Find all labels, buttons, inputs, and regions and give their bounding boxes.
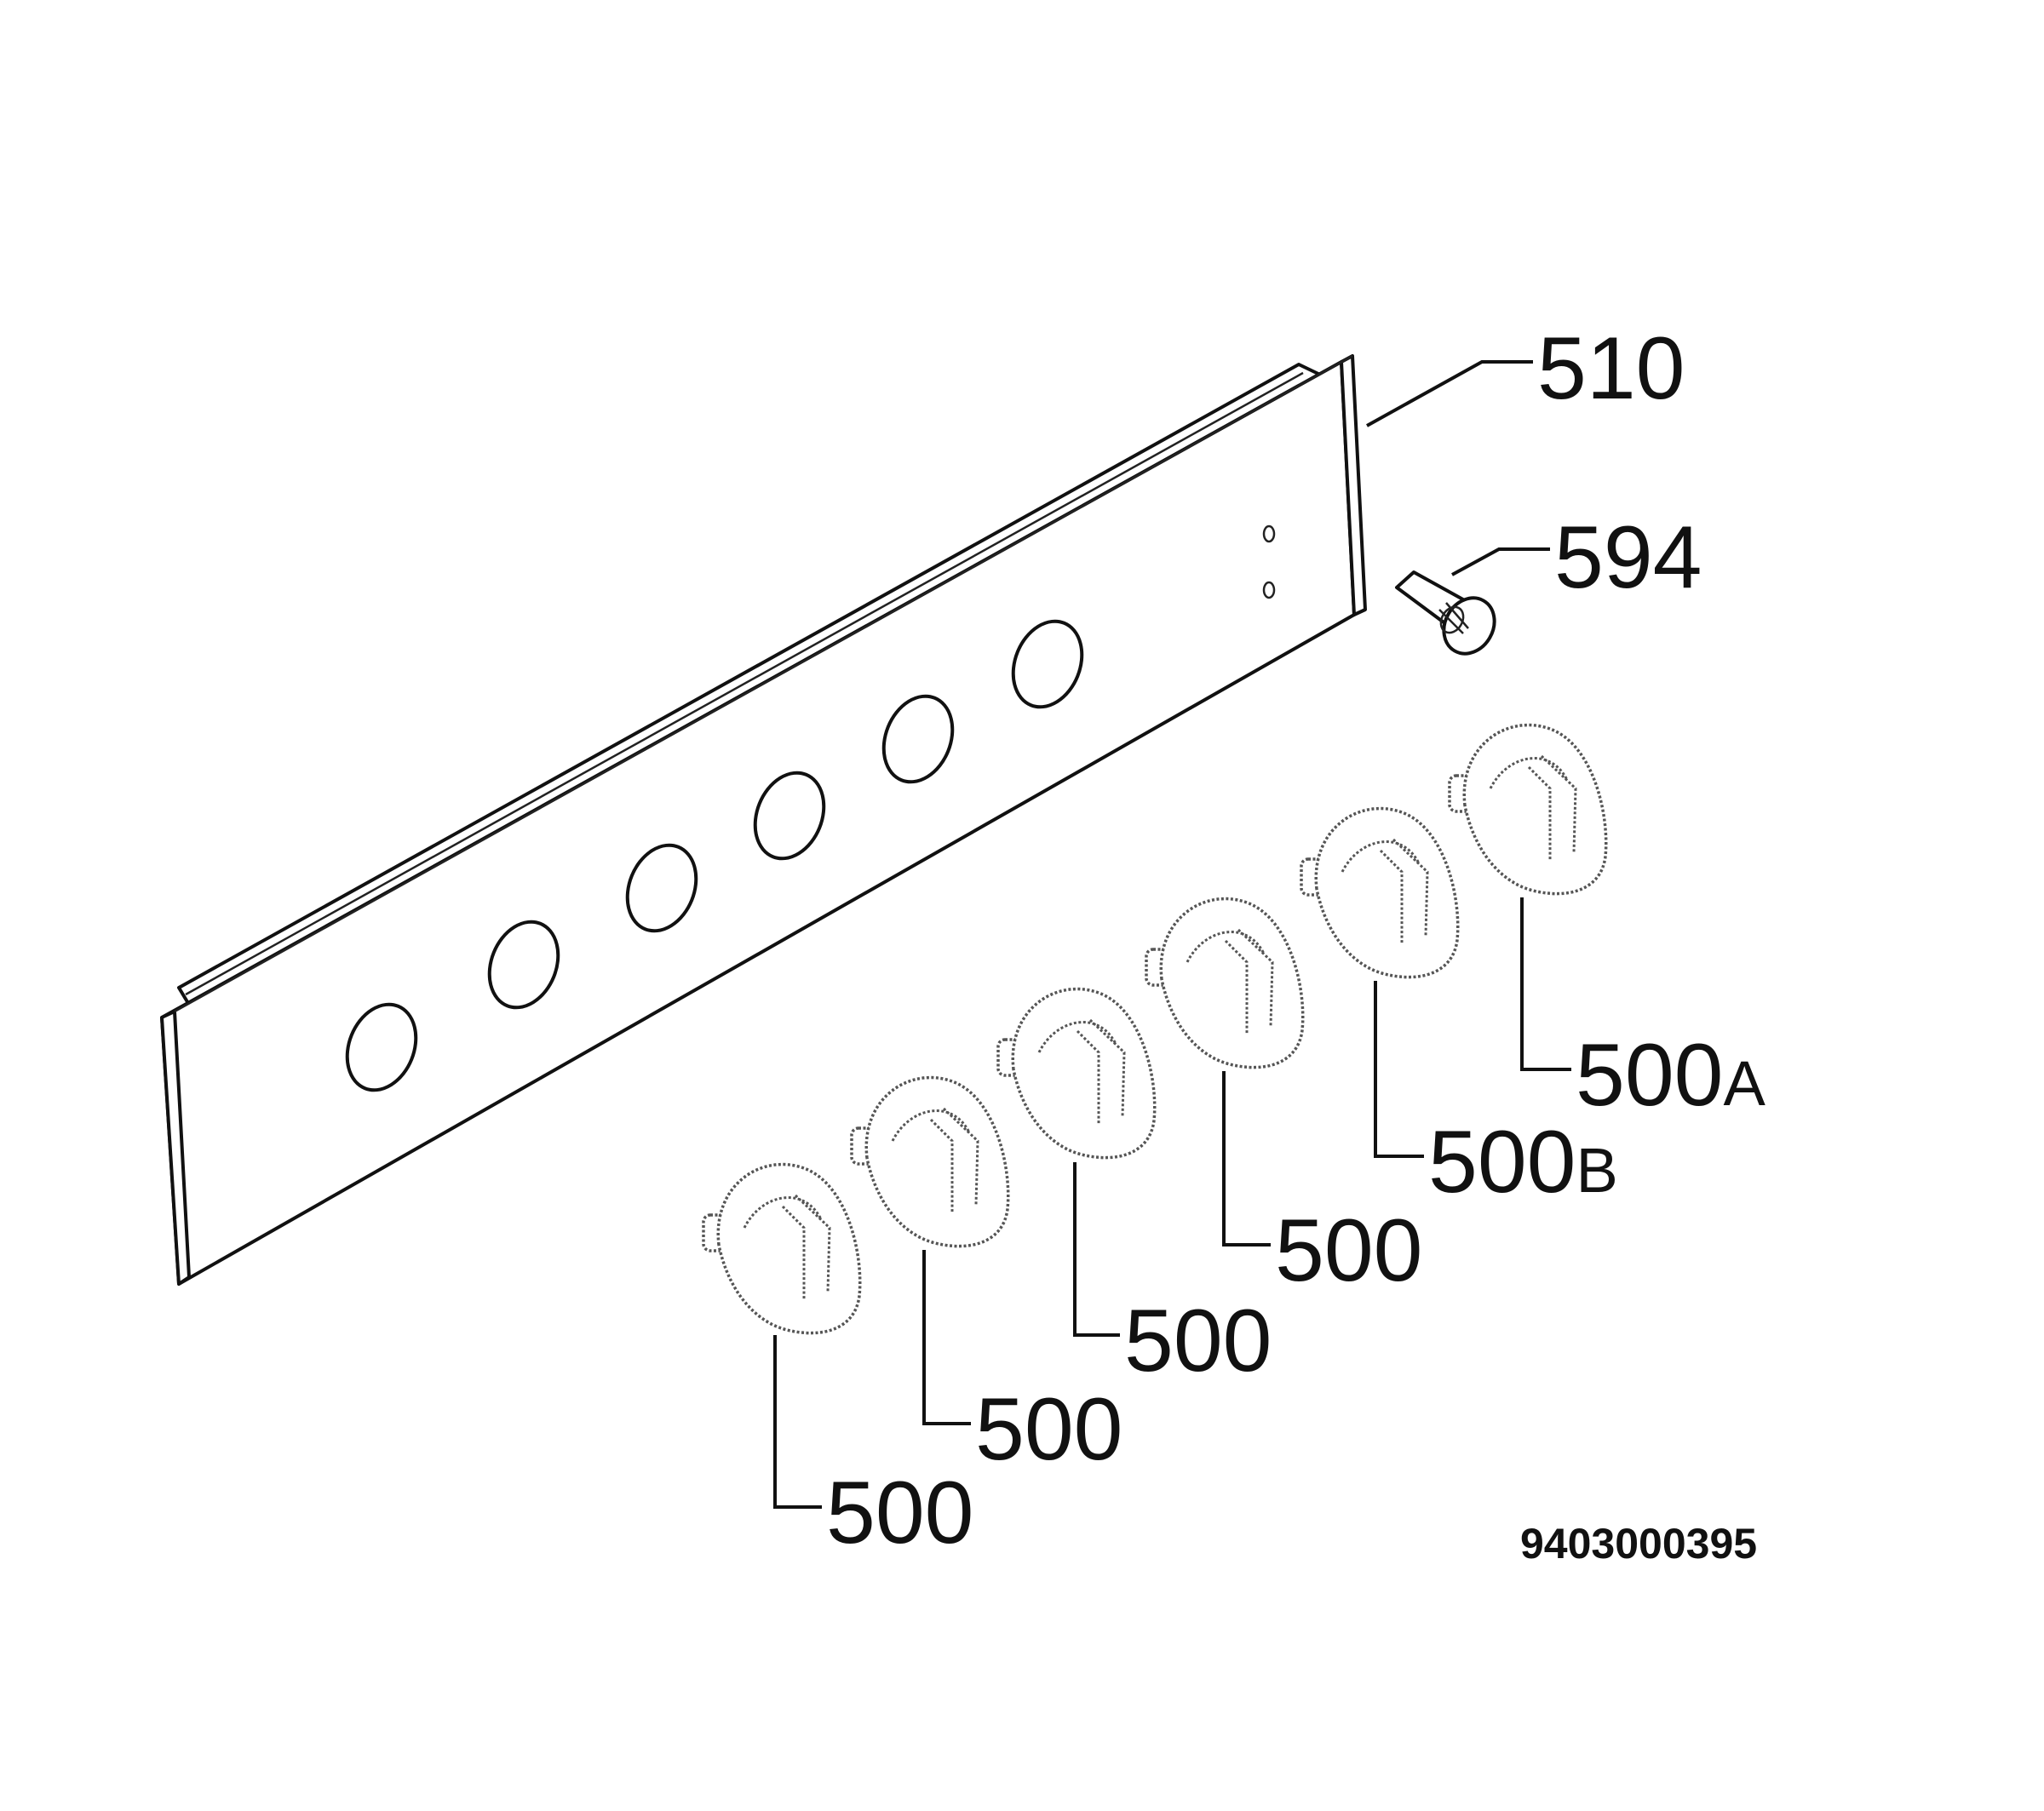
- label-knob-3: 500: [1124, 1292, 1272, 1390]
- control-knob: [1448, 723, 1608, 896]
- leader-line-knob: [1520, 897, 1571, 1071]
- knob-hole: [881, 694, 955, 784]
- leader-lines: [773, 360, 1571, 1509]
- leader-line-knob: [1374, 981, 1424, 1158]
- leader-line-594: [1451, 547, 1550, 576]
- label-knob-4: 500: [1275, 1201, 1423, 1300]
- lamp-hole: [1262, 581, 1276, 599]
- lamp-hole: [1262, 524, 1276, 543]
- leader-line-knob: [922, 1250, 971, 1425]
- label-knob-5: 500B: [1428, 1113, 1618, 1212]
- leader-line-knob: [1222, 1071, 1271, 1246]
- control-knob: [850, 1075, 1010, 1248]
- leader-line-knob: [773, 1335, 822, 1509]
- knob-hole: [1011, 619, 1084, 709]
- leader-line-510: [1366, 360, 1533, 427]
- control-panel: [160, 354, 1367, 1286]
- label-knob-2: 500: [975, 1380, 1123, 1479]
- knob-hole: [345, 1002, 418, 1092]
- knob-hole: [625, 843, 698, 933]
- panel-left-edge: [160, 1010, 191, 1286]
- label-knob-1: 500: [826, 1464, 974, 1562]
- label-knob-6: 500A: [1576, 1026, 1766, 1125]
- leader-line-knob: [1073, 1162, 1120, 1337]
- knobs: [702, 723, 1608, 1335]
- control-knob: [996, 987, 1157, 1160]
- control-knob: [702, 1162, 862, 1335]
- label-control-panel: 510: [1537, 319, 1685, 418]
- document-number: 9403000395: [1520, 1520, 1757, 1567]
- control-knob: [1145, 897, 1305, 1069]
- knob-hole: [753, 771, 826, 861]
- indicator-lamp: [1395, 570, 1496, 656]
- knob-hole: [487, 920, 560, 1010]
- label-indicator-lamp: 594: [1554, 508, 1702, 607]
- part-labels: 510 594 500 500 500 500 500B 500A: [826, 319, 1766, 1562]
- control-knob: [1300, 806, 1460, 979]
